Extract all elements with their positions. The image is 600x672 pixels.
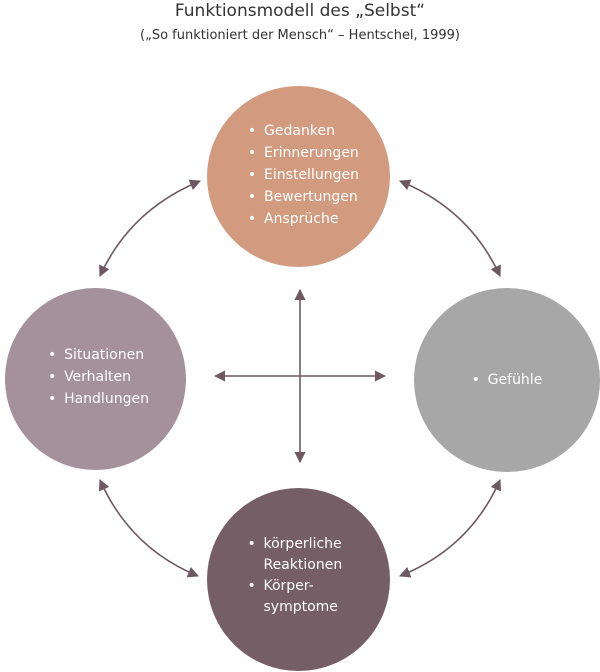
list-item: Verhalten — [48, 366, 149, 388]
list-item: Bewertungen — [248, 186, 359, 208]
feelings-list: Gefühle — [472, 369, 543, 391]
list-item: Gefühle — [472, 369, 543, 391]
list-item: Erinnerungen — [248, 142, 359, 164]
list-item: Einstellungen — [248, 164, 359, 186]
diagram-subtitle: („So funktioniert der Mensch“ – Hentsche… — [140, 28, 460, 43]
thoughts-list: Gedanken Erinnerungen Einstellungen Bewe… — [248, 120, 359, 230]
circle-body: körperliche Reaktionen Körper-symptome — [207, 488, 390, 671]
behavior-list: Situationen Verhalten Handlungen — [48, 344, 149, 410]
circle-feelings: Gefühle — [414, 288, 600, 472]
list-item: Gedanken — [248, 120, 359, 142]
arrow-top-right — [398, 179, 501, 278]
arrow-bottom-left — [98, 478, 200, 578]
list-item: Handlungen — [48, 388, 149, 410]
circle-thoughts: Gedanken Erinnerungen Einstellungen Bewe… — [207, 86, 390, 267]
arrow-top-left — [99, 179, 202, 278]
list-item: Körper-symptome — [248, 576, 368, 618]
diagram-title: Funktionsmodell des „Selbst“ — [174, 1, 426, 21]
list-item: Ansprüche — [248, 208, 359, 230]
list-item: körperliche Reaktionen — [248, 534, 368, 576]
arrow-bottom-right — [398, 478, 502, 578]
list-item: Situationen — [48, 344, 149, 366]
circle-behavior: Situationen Verhalten Handlungen — [5, 288, 186, 470]
body-list: körperliche Reaktionen Körper-symptome — [248, 534, 368, 618]
